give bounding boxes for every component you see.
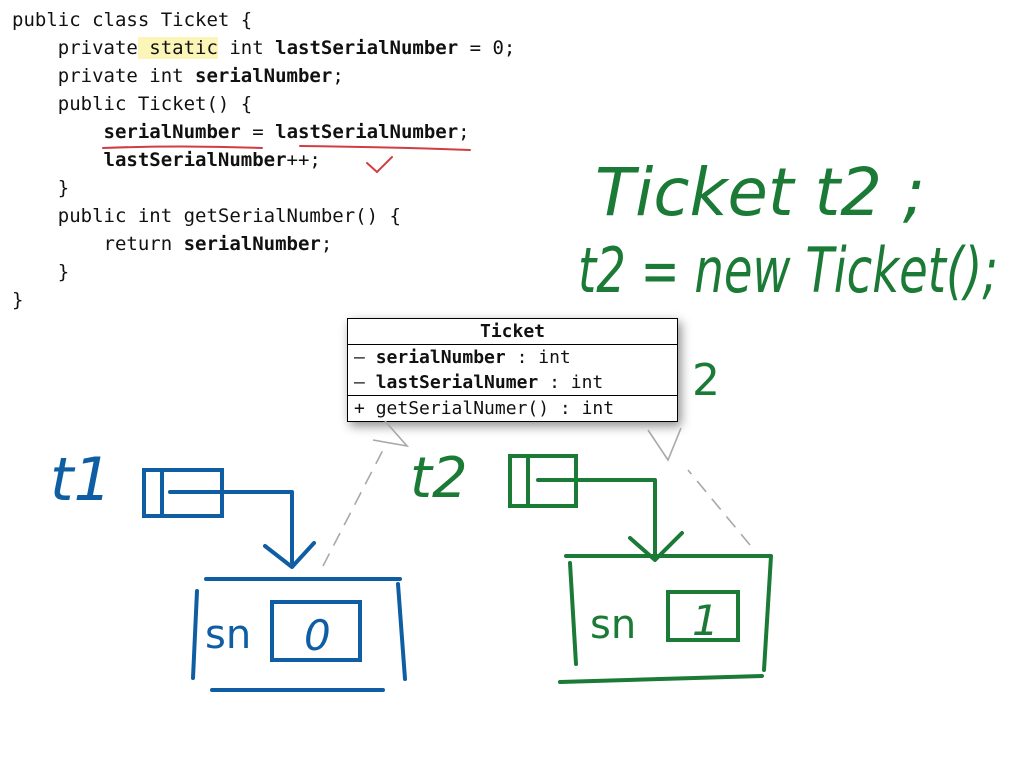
code-token: return	[12, 233, 184, 255]
uml-method-row: + getSerialNumer() : int	[354, 396, 671, 421]
handwritten-assign-line: t2 = new Ticket();	[578, 234, 998, 307]
code-token: int	[217, 37, 276, 59]
code-line: public Ticket() {	[12, 90, 515, 118]
uml-field-name: lastSerialNumer	[375, 372, 539, 393]
obj2-frame	[558, 554, 773, 684]
t1-arrow-head	[263, 541, 316, 569]
arrowhead-obj2	[647, 427, 682, 462]
code-line: return serialNumber;	[12, 230, 515, 258]
red-underline-lastserialnumber	[299, 145, 471, 151]
obj1-value-box	[270, 600, 362, 662]
code-token: private int	[12, 65, 196, 87]
dashed-line-obj2	[687, 469, 751, 546]
handwritten-declare-line: Ticket t2 ;	[595, 154, 925, 231]
uml-field-type: : int	[538, 372, 604, 393]
uml-class-name: Ticket	[348, 319, 677, 345]
obj2-value-box	[666, 590, 740, 642]
dashed-line-obj1	[322, 447, 385, 567]
code-token: ++;	[286, 149, 321, 171]
uml-methods: + getSerialNumer() : int	[348, 396, 677, 421]
handwritten-t1-label: t1	[50, 445, 112, 515]
red-check-mark	[366, 156, 393, 174]
obj2-value: 1	[692, 596, 719, 645]
code-line: private int serialNumber;	[12, 62, 515, 90]
code-line: }	[12, 258, 515, 286]
code-line: }	[12, 286, 515, 314]
code-token: private	[12, 37, 138, 59]
obj1-frame	[191, 577, 407, 692]
code-token: }	[12, 289, 24, 311]
code-identifier: lastSerialNumber	[275, 37, 459, 59]
uml-field-type: : int	[505, 347, 571, 368]
code-token: =	[240, 121, 276, 143]
uml-class-box: Ticket – serialNumber : int– lastSerialN…	[347, 318, 678, 422]
t2-arrow-line	[536, 478, 657, 558]
t2-arrow-head	[628, 531, 684, 562]
obj2-field-label: sn	[590, 602, 636, 648]
code-line: public class Ticket {	[12, 6, 515, 34]
uml-field-name: serialNumber	[375, 347, 506, 368]
code-token: ;	[332, 65, 344, 87]
red-underline-serialnumber	[102, 145, 263, 149]
uml-visibility: +	[354, 398, 376, 419]
code-token: ;	[320, 233, 333, 255]
t1-arrow-line	[168, 490, 294, 564]
uml-field-row: – serialNumber : int	[354, 345, 671, 370]
uml-method-name: getSerialNumer()	[375, 398, 550, 419]
uml-visibility: –	[354, 372, 376, 393]
code-identifier: lastSerialNumber	[103, 149, 287, 171]
code-line: serialNumber = lastSerialNumber;	[12, 118, 515, 146]
uml-method-type: : int	[549, 398, 615, 419]
code-token: public int getSerialNumber() {	[12, 205, 401, 227]
code-line: public int getSerialNumber() {	[12, 202, 515, 230]
handwritten-t2-label: t2	[410, 446, 468, 511]
obj1-field-label: sn	[205, 612, 251, 658]
code-line: lastSerialNumber++;	[12, 146, 515, 174]
code-identifier: serialNumber	[183, 233, 321, 255]
code-token: }	[12, 261, 70, 283]
code-token: ;	[458, 121, 470, 143]
code-token: public class Ticket {	[12, 9, 253, 31]
code-token: }	[12, 177, 70, 199]
arrowhead-obj1	[372, 420, 410, 448]
code-identifier: serialNumber	[103, 121, 241, 143]
code-line: }	[12, 174, 515, 202]
code-token: public Ticket() {	[12, 93, 253, 115]
uml-visibility: –	[354, 347, 376, 368]
code-keyword-highlight: static	[137, 37, 218, 59]
obj1-value: 0	[304, 611, 331, 660]
code-listing: public class Ticket { private static int…	[12, 6, 515, 314]
code-identifier: serialNumber	[195, 65, 333, 87]
handwritten-static-count: 2	[692, 355, 720, 406]
code-identifier: lastSerialNumber	[275, 121, 459, 143]
uml-fields: – serialNumber : int– lastSerialNumer : …	[348, 345, 677, 396]
code-token: = 0;	[458, 37, 516, 59]
uml-field-row: – lastSerialNumer : int	[354, 370, 671, 395]
code-line: private static int lastSerialNumber = 0;	[12, 34, 515, 62]
